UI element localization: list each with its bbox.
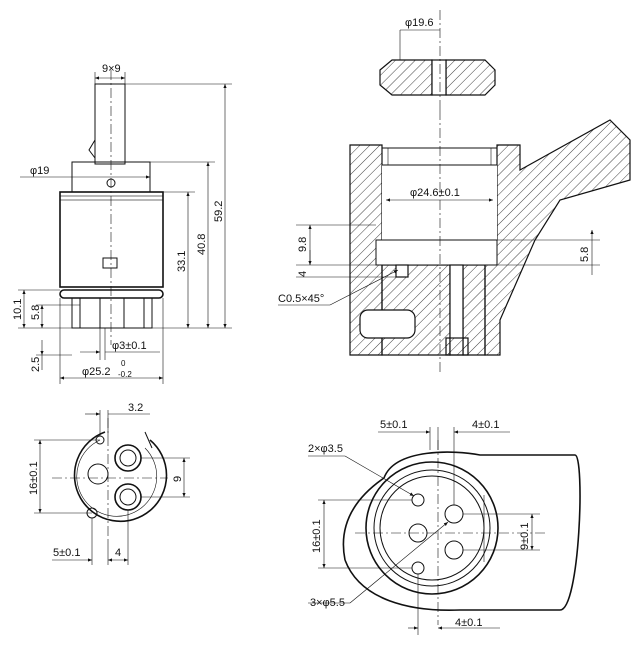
housing-top-view: 5±0.1 4±0.1 2×φ3.5 16±0.1 9±0.1 3×φ5.5 4… [308, 419, 581, 635]
dim-592: 59.2 [213, 201, 225, 222]
cartridge-bottom-view: 3.2 16±0.1 9 5±0.1 4 [28, 402, 190, 565]
dim-phi252: φ25.2 [82, 366, 111, 378]
dim-5-left: 5±0.1 [53, 547, 80, 559]
dim-98: 9.8 [297, 237, 309, 252]
dim-4-bottom-right: 4±0.1 [455, 617, 482, 629]
dim-tol-lower: -0.2 [118, 370, 132, 379]
dim-phi246: φ24.6±0.1 [410, 187, 460, 199]
dim-5-top: 5±0.1 [380, 419, 407, 431]
dim-16-right: 16±0.1 [311, 519, 323, 553]
dim-4-top: 4±0.1 [472, 419, 499, 431]
dim-58-right: 5.8 [579, 247, 591, 262]
dim-holes3: 3×φ5.5 [310, 597, 345, 609]
dim-9-right: 9±0.1 [519, 523, 531, 550]
dim-58: 5.8 [30, 305, 42, 320]
dim-phi196: φ19.6 [405, 17, 434, 29]
cartridge-side-view: 9×9 φ19 59.2 40.8 33.1 10.1 5.8 2.5 φ3±0… [12, 63, 232, 384]
dim-4-left: 4 [297, 271, 309, 277]
dim-32: 3.2 [128, 402, 143, 414]
dim-16-left: 16±0.1 [28, 461, 40, 495]
dim-holes2: 2×φ3.5 [308, 443, 343, 455]
dim-square: 9×9 [102, 63, 121, 75]
housing-section-view: φ19.6 φ24.6±0.1 9.8 4 [278, 10, 631, 372]
dim-chamfer: C0.5×45° [278, 293, 324, 305]
dim-phi19: φ19 [30, 165, 49, 177]
dim-phi3: φ3±0.1 [112, 340, 147, 352]
dim-408: 40.8 [196, 234, 208, 255]
dim-tol-upper: 0 [121, 359, 126, 368]
dim-25: 2.5 [30, 357, 42, 372]
dim-4-bottom-left: 4 [115, 547, 121, 559]
dim-9-left: 9 [172, 476, 184, 482]
dim-331: 33.1 [176, 251, 188, 272]
dim-101: 10.1 [12, 299, 24, 320]
